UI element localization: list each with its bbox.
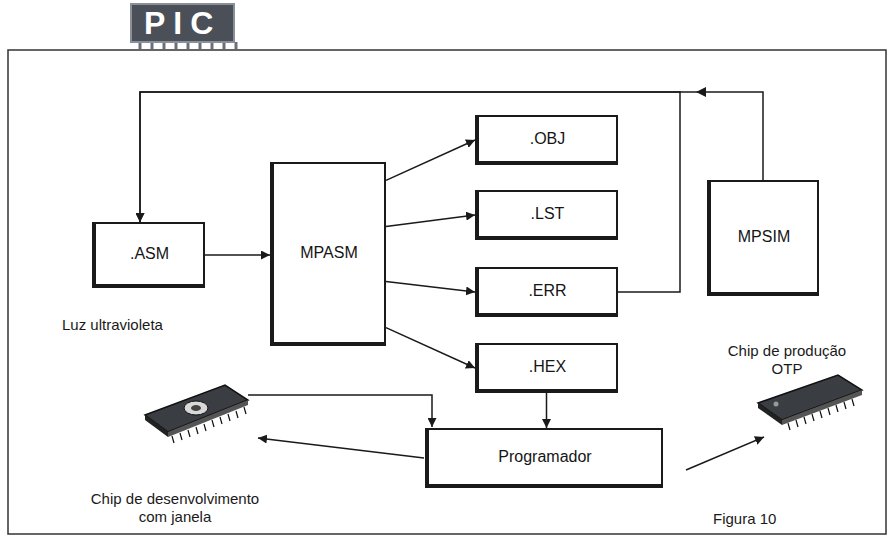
flow-arrow (140, 92, 680, 292)
box-text: .HEX (529, 358, 566, 376)
programmer-box: Programador (425, 428, 663, 488)
development-chip (145, 385, 248, 443)
flow-arrow (205, 254, 270, 256)
chip-label: Chip de produção OTP (722, 342, 852, 378)
figure-caption: Figura 10 (713, 510, 776, 528)
flow-arrow (386, 282, 475, 292)
output-file-box: .LST (475, 190, 618, 240)
box-text: .ASM (130, 245, 169, 263)
otp-chip (758, 375, 862, 430)
box-text: Programador (498, 448, 591, 466)
source-file-box: .ASM (92, 222, 205, 288)
box-text: .LST (531, 205, 565, 223)
logo-pins (140, 42, 236, 49)
simulator-box: MPSIM (707, 180, 819, 296)
flow-arrow (386, 328, 475, 368)
flow-arrow (140, 92, 763, 222)
box-text: .ERR (528, 282, 566, 300)
box-text: .OBJ (530, 130, 566, 148)
output-file-box: .ERR (475, 267, 618, 317)
assembler-box: MPASM (270, 162, 386, 346)
box-text: MPASM (300, 244, 357, 262)
frame (8, 50, 886, 534)
flow-arrow (546, 393, 548, 428)
flow-arrow (386, 215, 475, 226)
note-label: Luz ultravioleta (62, 316, 163, 334)
output-file-box: .OBJ (475, 115, 618, 165)
box-text: MPSIM (738, 228, 790, 246)
logo-text: PIC (130, 3, 235, 43)
output-file-box: .HEX (475, 343, 618, 393)
chip-label: Chip de desenvolvimento com janela (80, 490, 270, 526)
flow-arrow (386, 140, 475, 180)
